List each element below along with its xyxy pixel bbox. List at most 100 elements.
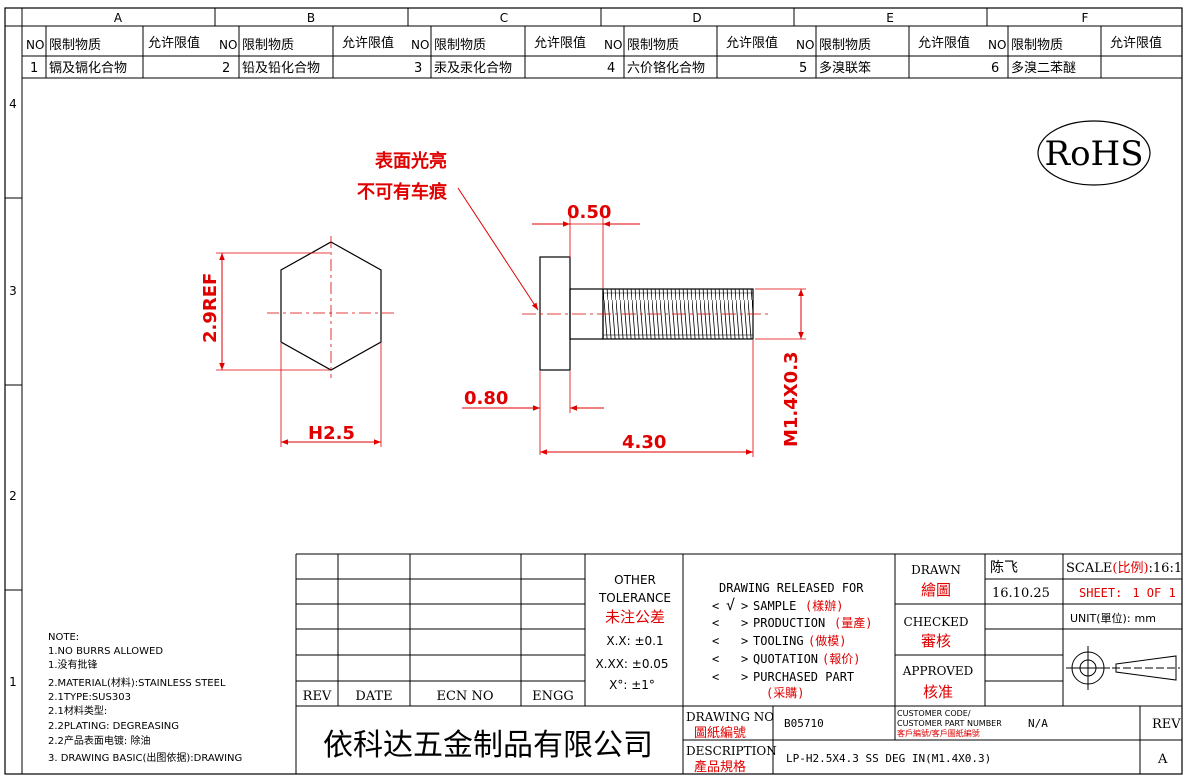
outer-frame: [4, 7, 1183, 775]
svg-text:限制物质: 限制物质: [819, 38, 871, 53]
svg-text:<: <: [712, 652, 719, 666]
rev-label: REV: [1152, 717, 1181, 732]
svg-text:<: <: [712, 634, 719, 648]
svg-text:限制物质: 限制物质: [434, 38, 486, 53]
description-label: DESCRIPTION: [686, 744, 777, 758]
svg-text:镉及镉化合物: 镉及镉化合物: [49, 60, 127, 76]
svg-text:DRAWING RELEASED FOR: DRAWING RELEASED FOR: [719, 581, 864, 595]
svg-text:PRODUCTION: PRODUCTION: [753, 616, 825, 630]
svg-text:APPROVED: APPROVED: [902, 664, 974, 678]
svg-text:(采購): (采購): [766, 686, 804, 700]
zone-row-2: 2: [9, 489, 17, 503]
column-zone-dividers: [214, 8, 988, 26]
table-header-group-3: NO 限制物质 允许限值: [411, 35, 586, 53]
surface-annotation: 表面光亮 不可有车痕: [357, 150, 539, 311]
head-gap-label: 0.50: [567, 202, 611, 223]
notes-block: NOTE: 1.NO BURRS ALLOWED 1.没有批锋 2.MATERI…: [48, 632, 242, 764]
svg-text:多溴联笨: 多溴联笨: [819, 60, 871, 76]
revision-table-header: REV DATE ECN NO ENGG: [303, 689, 574, 704]
svg-text:<: <: [712, 670, 719, 684]
annotation-line-1: 表面光亮: [375, 150, 447, 172]
svg-text:PURCHASED PART: PURCHASED PART: [753, 670, 854, 684]
svg-text:QUOTATION: QUOTATION: [753, 652, 818, 666]
table-header-group-2: NO 限制物质 允许限值: [219, 35, 394, 53]
svg-text:NO: NO: [26, 38, 44, 52]
svg-text:铅及铅化合物: 铅及铅化合物: [242, 61, 320, 76]
table-row-4: 4 六价铬化合物: [607, 60, 705, 76]
svg-text:限制物质: 限制物质: [1011, 38, 1063, 53]
svg-text:>: >: [741, 670, 748, 684]
svg-text:ENGG: ENGG: [532, 689, 574, 704]
title-block: [295, 553, 1182, 774]
svg-text:限制物质: 限制物质: [627, 38, 679, 53]
svg-text:多溴二苯醚: 多溴二苯醚: [1011, 60, 1076, 76]
table-row-2: 2 铅及铅化合物: [222, 61, 320, 76]
svg-text:DRAWN: DRAWN: [911, 563, 961, 577]
svg-text:>: >: [741, 652, 748, 666]
zone-col-c: C: [500, 11, 508, 25]
svg-text:繪圖: 繪圖: [921, 581, 951, 599]
svg-text:ECN NO: ECN NO: [437, 689, 494, 704]
svg-text:NO: NO: [796, 38, 814, 52]
hex-width-label: H2.5: [308, 423, 355, 444]
table-row-3: 3 汞及汞化合物: [414, 61, 512, 76]
svg-text:DATE: DATE: [355, 689, 392, 704]
zone-row-4: 4: [9, 97, 17, 111]
rev-value: A: [1157, 752, 1168, 767]
company-name: 依科达五金制品有限公司: [323, 728, 653, 763]
svg-text:(樣辦): (樣辦): [805, 598, 843, 613]
drawn-by: 陈飞: [990, 559, 1018, 576]
customer-cn-label: 客戶編號/客戶圖紙編號: [897, 728, 980, 738]
svg-text:六价铬化合物: 六价铬化合物: [627, 60, 705, 76]
description-value: LP-H2.5X4.3 SS DEG IN(M1.4X0.3): [786, 752, 991, 765]
svg-text:OTHER: OTHER: [614, 573, 656, 587]
scale-label: SCALE(比例):16:1: [1066, 561, 1182, 576]
svg-text:>: >: [741, 634, 748, 648]
svg-text:NO: NO: [219, 38, 237, 52]
svg-text:6: 6: [991, 61, 999, 76]
svg-text:1.NO BURRS ALLOWED: 1.NO BURRS ALLOWED: [48, 646, 163, 657]
sample-check-icon: √: [726, 596, 735, 614]
drawing-no-label-cn: 圖紙編號: [694, 725, 746, 741]
hex-head-view: 2.9REF H2.5: [200, 236, 396, 447]
customer-code-label: CUSTOMER CODE/: [897, 709, 971, 718]
svg-text:TOOLING: TOOLING: [753, 634, 804, 648]
projection-symbol-icon: [1066, 646, 1180, 690]
svg-text:(報价): (報价): [822, 652, 860, 666]
release-block: DRAWING RELEASED FOR < √ > SAMPLE (樣辦) <…: [712, 581, 872, 700]
unit-label: UNIT(單位):mm: [1070, 611, 1156, 625]
svg-text:SAMPLE: SAMPLE: [753, 599, 796, 613]
svg-text:5: 5: [799, 61, 807, 76]
svg-text:(做模): (做模): [808, 633, 846, 648]
svg-text:NO: NO: [604, 38, 622, 52]
thread-label: M1.4X0.3: [781, 351, 802, 447]
svg-text:X°: ±1°: X°: ±1°: [609, 678, 655, 692]
drawing-no-value: B05710: [784, 717, 824, 730]
table-row-6: 6 多溴二苯醚: [991, 60, 1076, 76]
svg-text:3. DRAWING BASIC(出图依据):DRAWING: 3. DRAWING BASIC(出图依据):DRAWING: [48, 751, 242, 764]
tolerance-block: OTHER TOLERANCE 未注公差 X.X: ±0.1 X.XX: ±0.…: [595, 573, 671, 692]
svg-text:限制物质: 限制物质: [242, 38, 294, 53]
svg-text:2: 2: [222, 61, 230, 76]
table-row-5: 5 多溴联笨: [799, 60, 871, 76]
svg-text:2.2PLATING: DEGREASING: 2.2PLATING: DEGREASING: [48, 721, 179, 732]
svg-text:NO: NO: [988, 38, 1006, 52]
screw-head: [539, 256, 571, 371]
svg-text:審核: 審核: [921, 632, 951, 650]
svg-text:允许限值: 允许限值: [534, 35, 586, 51]
svg-text:REV: REV: [303, 689, 332, 704]
svg-text:允许限值: 允许限值: [726, 35, 778, 51]
zone-col-f: F: [1082, 11, 1089, 25]
svg-text:2.1TYPE:SUS303: 2.1TYPE:SUS303: [48, 692, 131, 703]
zone-row-3: 3: [9, 284, 17, 298]
screw-side-view: 0.50 0.80 4.30 M1.4X0.3: [462, 202, 806, 457]
svg-text:(量產): (量產): [834, 615, 872, 630]
svg-text:<: <: [712, 599, 719, 613]
drawn-date: 16.10.25: [992, 586, 1050, 601]
svg-text:1: 1: [30, 61, 38, 76]
svg-text:限制物质: 限制物质: [49, 38, 101, 53]
svg-text:2.2产品表面电镀: 除油: 2.2产品表面电镀: 除油: [48, 734, 150, 747]
svg-text:允许限值: 允许限值: [1110, 35, 1162, 51]
zone-row-1: 1: [9, 675, 17, 689]
